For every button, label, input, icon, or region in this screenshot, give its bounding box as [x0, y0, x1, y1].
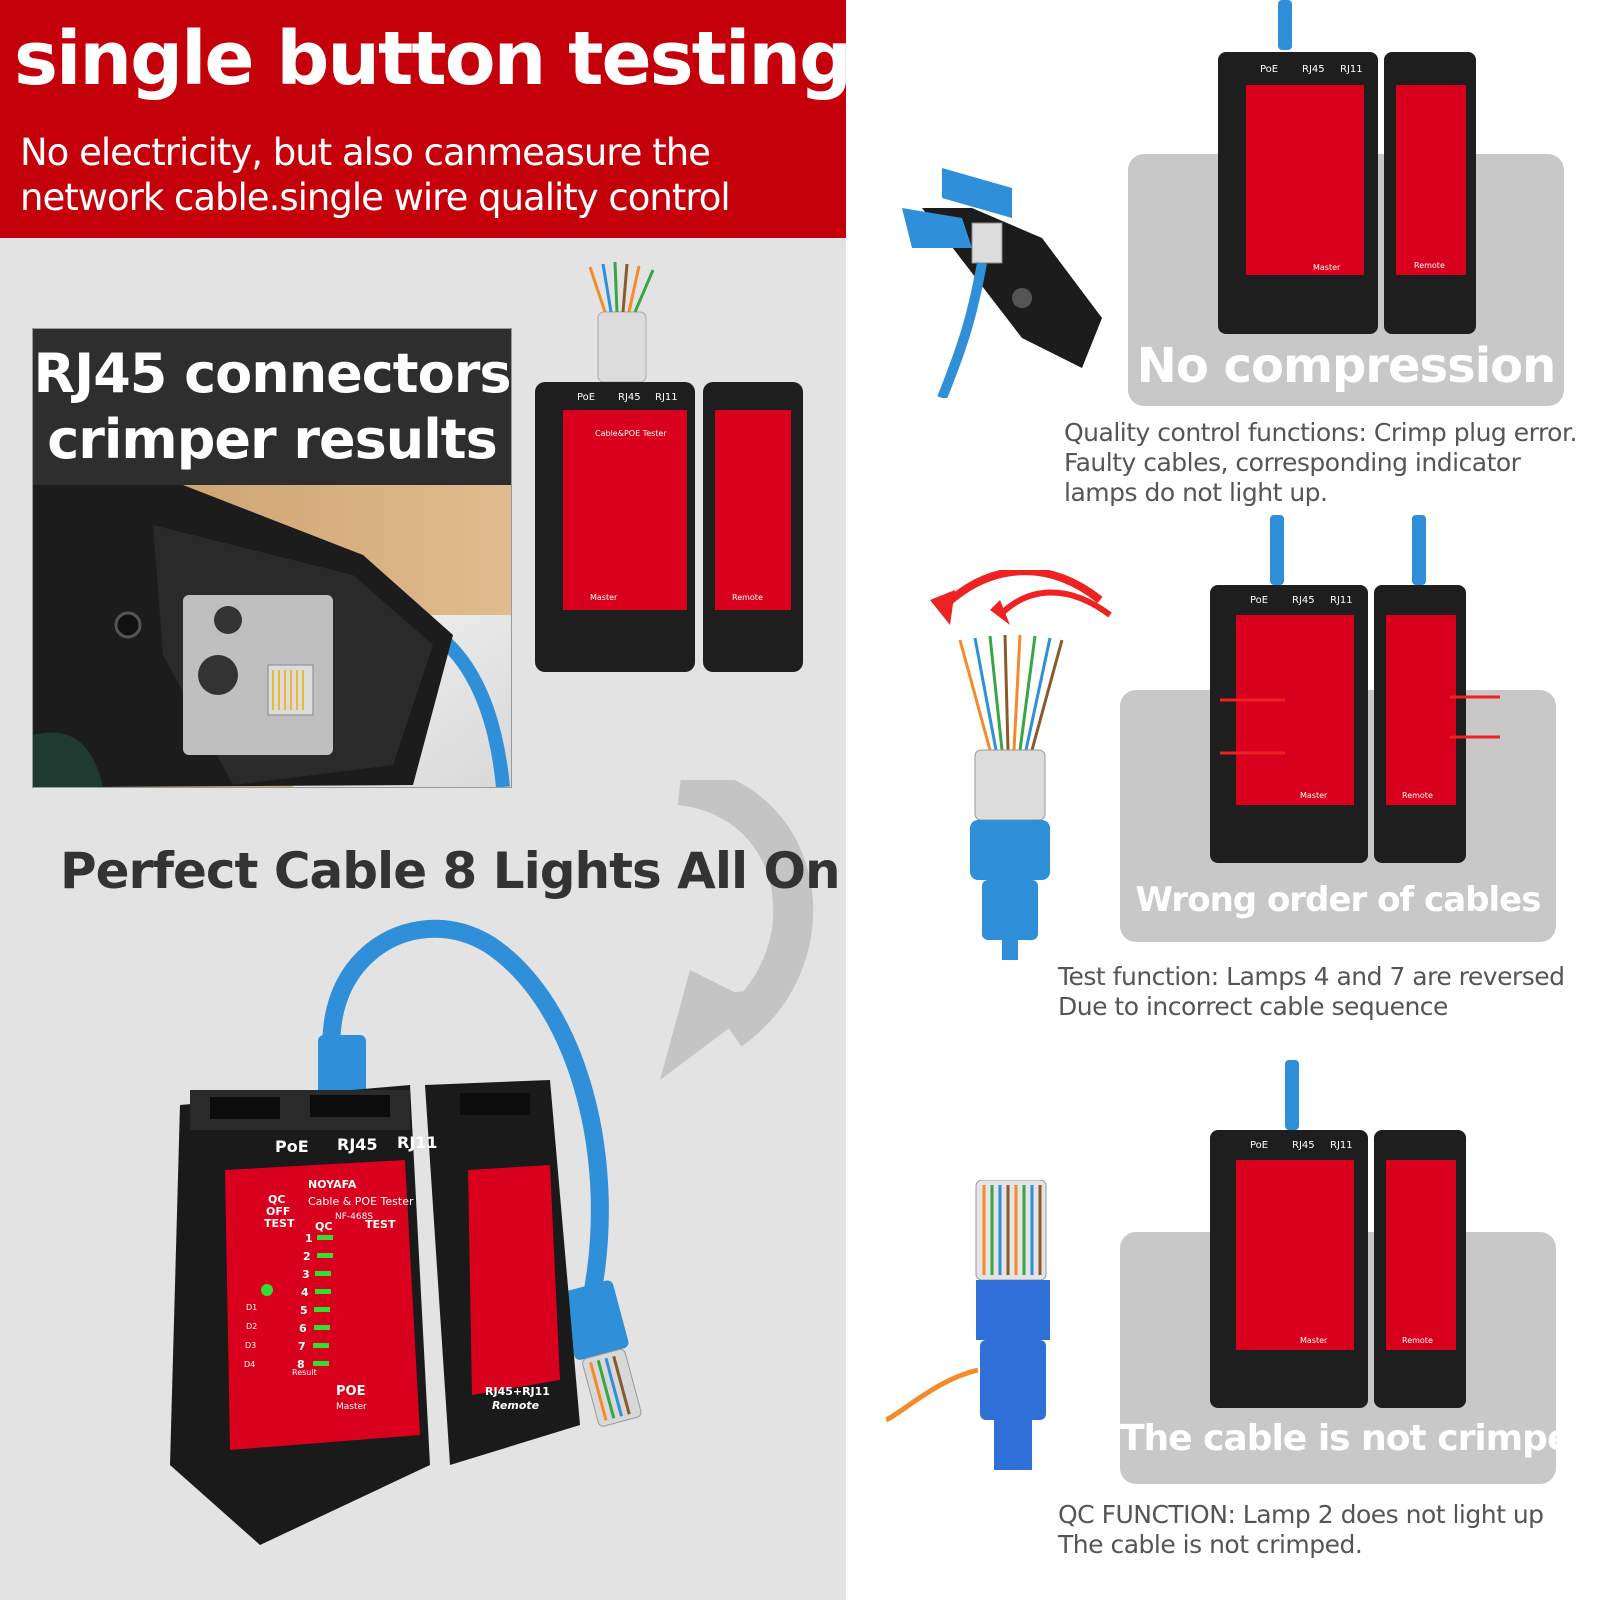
uncrimped-connector-image	[886, 1180, 1050, 1470]
crimper-label-line2: crimper results	[47, 408, 497, 471]
power-led-icon	[261, 1284, 273, 1296]
case-no-compression-desc-line1: Quality control functions: Crimp plug er…	[1064, 418, 1577, 447]
remote-label: Remote	[1402, 1336, 1433, 1345]
case-wrong-order-caption: Wrong order of cables	[1135, 880, 1542, 920]
crimper-label: RJ45 connectors crimper results	[33, 329, 511, 485]
d3-label: D3	[245, 1341, 256, 1350]
crimper-label-text: RJ45 connectors crimper results	[33, 341, 511, 473]
header-subtitle-line2: network cable.single wire quality contro…	[20, 176, 731, 219]
port-label-poe-large: PoE	[275, 1137, 309, 1156]
tester-not-crimped: PoE RJ45 RJ11 Master Remote	[1210, 1060, 1466, 1408]
wrong-order-connector-image	[930, 570, 1112, 960]
remote-label: Remote	[1414, 261, 1445, 270]
master-label: Master	[1300, 1336, 1328, 1345]
master-label: Master	[1313, 263, 1341, 272]
case-no-compression-caption: No compression	[1136, 338, 1557, 394]
port-label-rj45: RJ45	[618, 392, 641, 403]
column-qc: QC	[315, 1220, 332, 1233]
port-label-rj45-large: RJ45	[337, 1135, 378, 1154]
case-not-crimped-desc-line1: QC FUNCTION: Lamp 2 does not light up	[1058, 1500, 1544, 1529]
port-label-rj11: RJ11	[655, 392, 678, 403]
port-label-poe: PoE	[1260, 64, 1278, 75]
case-not-crimped-desc-line2: The cable is not crimped.	[1058, 1530, 1363, 1559]
header-subtitle: No electricity, but also canmeasure the …	[20, 130, 840, 220]
mode-qc: QC	[268, 1193, 285, 1206]
master-label: Master	[1300, 791, 1328, 800]
crimper-photo	[33, 485, 511, 787]
cable-wires	[588, 262, 655, 383]
reversed-arrows	[1220, 695, 1500, 755]
remote-model-label: RJ45+RJ11	[485, 1385, 550, 1398]
case-wrong-order-desc-line1: Test function: Lamps 4 and 7 are reverse…	[1058, 962, 1565, 991]
header-banner: single button testing No electricity, bu…	[0, 0, 852, 238]
tester-no-compression: PoE RJ45 RJ11 Master Remote	[1218, 0, 1476, 334]
case-wrong-order-desc: Test function: Lamps 4 and 7 are reverse…	[1058, 962, 1588, 1022]
case-wrong-order-desc-line2: Due to incorrect cable sequence	[1058, 992, 1448, 1021]
pin-6: 6	[299, 1322, 307, 1335]
pin-4: 4	[301, 1286, 309, 1299]
pin-7: 7	[298, 1340, 306, 1353]
case-not-crimped-caption: The cable is not crimped.	[1120, 1418, 1600, 1459]
tester-crimper-result: PoE RJ45 RJ11 Cable&POE Tester Master Re…	[535, 262, 803, 672]
case-not-crimped-desc: QC FUNCTION: Lamp 2 does not light up Th…	[1058, 1500, 1588, 1560]
curved-arrow-icon	[660, 780, 814, 1080]
column-test: TEST	[365, 1218, 396, 1231]
crimp-tool-image	[902, 168, 1102, 398]
mode-test: TEST	[264, 1217, 295, 1230]
tester-name-large: Cable & POE Tester	[308, 1195, 414, 1208]
poe-label: POE	[336, 1384, 365, 1399]
port-label-rj11: RJ11	[1340, 64, 1363, 75]
port-label-rj11: RJ11	[1330, 1140, 1353, 1151]
port-label-rj45: RJ45	[1302, 64, 1325, 75]
tester-name: Cable&POE Tester	[595, 429, 667, 438]
case-no-compression-desc-line3: lamps do not light up.	[1064, 478, 1328, 507]
port-label-rj11-large: RJ11	[397, 1133, 438, 1152]
remote-label-large: Remote	[492, 1399, 540, 1412]
header-subtitle-line1: No electricity, but also canmeasure the	[20, 131, 711, 174]
pin-1: 1	[305, 1232, 313, 1245]
qc-pin-numbers: 1 2 3 4 5 6 7 8	[297, 1232, 313, 1371]
port-label-poe: PoE	[1250, 1140, 1268, 1151]
master-label: Master	[590, 593, 618, 602]
d4-label: D4	[244, 1360, 255, 1369]
pin-2: 2	[303, 1250, 311, 1263]
brand-logo: NOYAFA	[308, 1178, 357, 1191]
case-no-compression-desc-line2: Faulty cables, corresponding indicator	[1064, 448, 1521, 477]
qc-led-column	[313, 1235, 333, 1366]
port-label-poe: PoE	[577, 392, 595, 403]
d1-label: D1	[246, 1303, 257, 1312]
port-label-rj11: RJ11	[1330, 595, 1353, 606]
pin-3: 3	[302, 1268, 310, 1281]
tester-main: PoE RJ45 RJ11 NOYAFA Cable & POE Tester …	[170, 919, 642, 1545]
model-label: NF-468S	[335, 1212, 373, 1222]
remote-label: Remote	[1402, 791, 1433, 800]
d2-label: D2	[246, 1322, 257, 1331]
headline: single button testing	[14, 16, 852, 102]
master-label-large: Master	[336, 1402, 367, 1412]
tester-wrong-order: PoE RJ45 RJ11 Master Remote	[1210, 515, 1500, 863]
port-label-poe: PoE	[1250, 595, 1268, 606]
case-no-compression-desc: Quality control functions: Crimp plug er…	[1064, 418, 1594, 508]
port-label-rj45: RJ45	[1292, 595, 1315, 606]
result-label: Result	[292, 1368, 317, 1377]
pin-5: 5	[300, 1304, 308, 1317]
crimper-result-card: RJ45 connectors crimper results	[32, 328, 512, 788]
pin-8: 8	[297, 1358, 305, 1371]
crimper-label-line1: RJ45 connectors	[33, 342, 511, 405]
mode-off: OFF	[266, 1205, 290, 1218]
d-labels: D1 D2 D3 D4	[244, 1303, 257, 1369]
remote-label: Remote	[732, 593, 763, 602]
perfect-cable-caption: Perfect Cable 8 Lights All On	[60, 842, 841, 900]
port-label-rj45: RJ45	[1292, 1140, 1315, 1151]
